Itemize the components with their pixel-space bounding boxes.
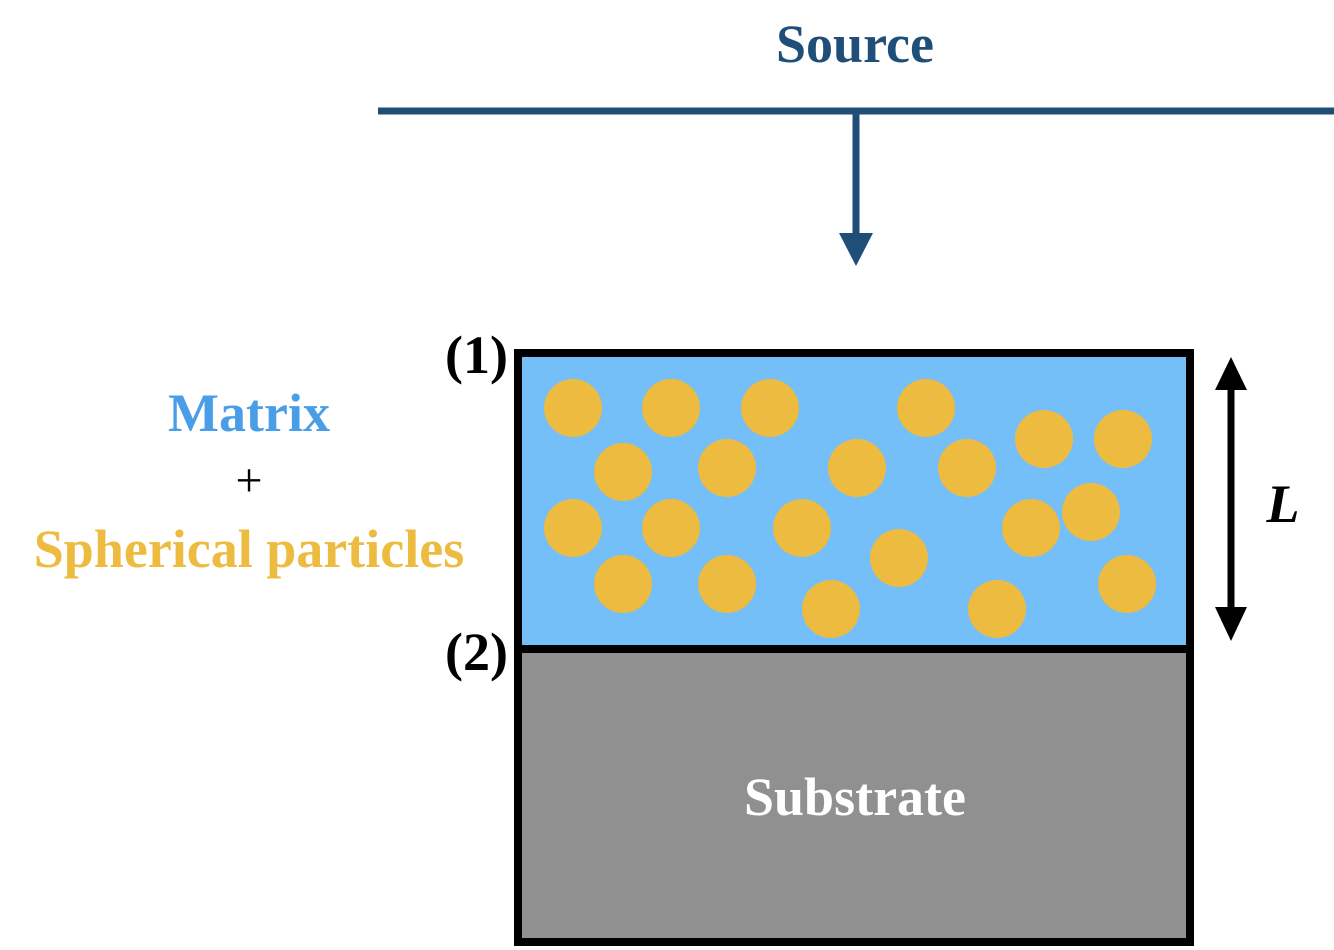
particle <box>741 379 799 437</box>
particle <box>544 499 602 557</box>
particle <box>1062 483 1120 541</box>
particle <box>968 580 1026 638</box>
particle <box>870 529 928 587</box>
particle <box>594 555 652 613</box>
particle <box>1094 410 1152 468</box>
particle <box>642 499 700 557</box>
substrate-layer <box>518 651 1190 942</box>
thickness-arrow-head-down <box>1215 607 1247 641</box>
particle <box>1015 410 1073 468</box>
particle <box>802 580 860 638</box>
particle <box>773 499 831 557</box>
particle <box>698 439 756 497</box>
particle <box>1002 499 1060 557</box>
particle <box>698 555 756 613</box>
particle <box>1098 555 1156 613</box>
thickness-label: L <box>1266 474 1300 534</box>
matrix-label: Matrix <box>168 383 330 443</box>
source-arrow-head <box>839 233 873 266</box>
particle <box>594 443 652 501</box>
particle <box>938 439 996 497</box>
particle-group <box>544 379 1156 638</box>
substrate-label: Substrate <box>744 767 966 827</box>
thickness-arrow-head-up <box>1215 357 1247 390</box>
spherical-particles-label: Spherical particles <box>34 519 464 579</box>
plus-label: + <box>235 454 262 507</box>
interface-2-label: (2) <box>445 622 508 682</box>
source-label: Source <box>776 14 934 74</box>
particle <box>642 379 700 437</box>
particle <box>828 439 886 497</box>
particle <box>897 379 955 437</box>
interface-1-label: (1) <box>445 325 508 385</box>
particle <box>544 379 602 437</box>
